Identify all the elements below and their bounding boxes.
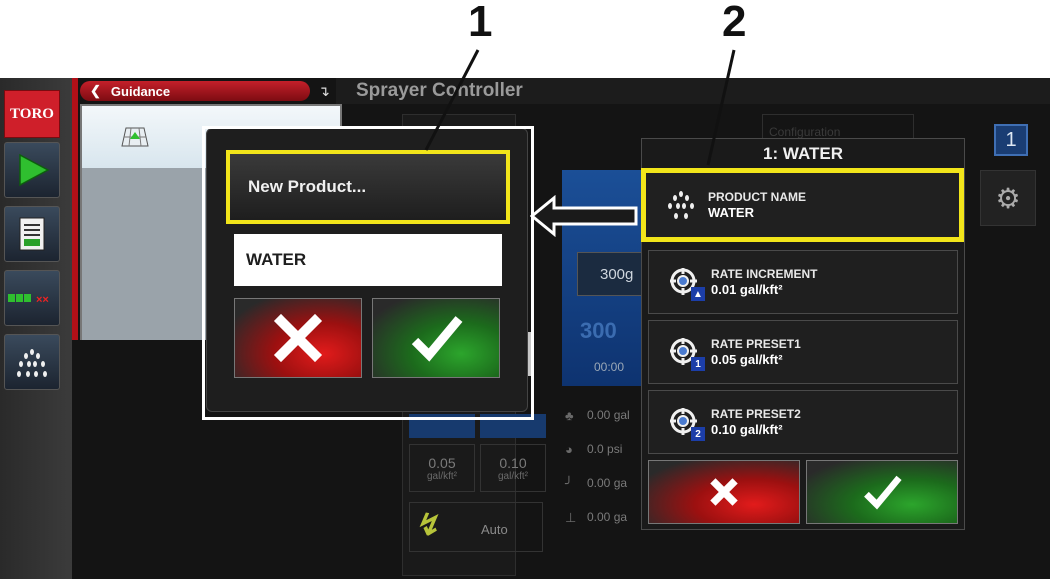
device-screen: TORO ×× ❮ Guidance ↴ Sprayer Controller — [0, 78, 1050, 579]
close-icon — [710, 478, 738, 506]
page-title: Sprayer Controller — [356, 80, 523, 101]
rate-increment-text: RATE INCREMENT 0.01 gal/kft² — [711, 267, 818, 297]
auto-mode-label: Auto — [481, 522, 508, 537]
sprayer-icon — [17, 349, 47, 377]
boom-flow-icon: ╯ — [565, 476, 573, 491]
spray-nozzle-icon — [668, 191, 694, 219]
list-confirm-button[interactable] — [372, 298, 500, 378]
stat-pressure: ◕ 0.0 psi — [565, 442, 623, 457]
field-grid-icon — [121, 127, 149, 147]
total-flow-icon: ⊥ — [565, 510, 577, 525]
preset2-badge: 2 — [691, 427, 705, 441]
product-panel-title: 1: WATER — [763, 144, 843, 163]
stat-total-flow: ⊥ 0.00 ga — [565, 510, 628, 525]
wrench-gear-icon: ⚙ — [995, 182, 1021, 214]
product-name-text: PRODUCT NAME WATER — [708, 190, 806, 220]
settings-wrench-button[interactable]: ⚙ — [980, 170, 1036, 226]
left-rail: TORO ×× — [0, 78, 72, 579]
increment-badge: ▲ — [691, 287, 705, 301]
rate-preset1-text: RATE PRESET1 0.05 gal/kft² — [711, 337, 801, 367]
preset-cell-2[interactable]: 0.10 gal/kft² — [480, 444, 546, 492]
preset-select-2[interactable] — [480, 414, 546, 438]
product-tab-1[interactable]: 1 — [994, 124, 1028, 156]
guidance-tab[interactable]: ❮ Guidance — [80, 81, 310, 101]
stat-volume: ♣ 0.00 gal — [565, 408, 630, 423]
close-icon — [273, 313, 323, 363]
rate-increment-icon: ▲ — [667, 265, 705, 301]
chevron-left-icon: ❮ — [90, 83, 101, 98]
preset1-badge: 1 — [691, 357, 705, 371]
expand-icon[interactable]: ↴ — [318, 82, 330, 99]
applied-rate-value: 300 — [580, 318, 617, 343]
preset-cell-1[interactable]: 0.05 gal/kft² — [409, 444, 475, 492]
product-name-row[interactable]: PRODUCT NAME WATER — [641, 168, 964, 242]
play-button[interactable] — [4, 142, 60, 198]
rate-preset1-icon: 1 — [667, 335, 705, 371]
checkmark-icon — [411, 316, 463, 362]
tank-volume-icon: ♣ — [565, 408, 574, 423]
target-rate-value[interactable]: 300g — [577, 252, 643, 296]
rate-preset2-icon: 2 — [667, 405, 705, 441]
boom-sections-button[interactable]: ×× — [4, 270, 60, 326]
pressure-gauge-icon: ◕ — [565, 442, 573, 457]
list-cancel-button[interactable] — [234, 298, 362, 378]
rate-preset1-row[interactable]: 1 RATE PRESET1 0.05 gal/kft² — [648, 320, 958, 384]
rate-increment-row[interactable]: ▲ RATE INCREMENT 0.01 gal/kft² — [648, 250, 958, 314]
flow-arrow — [530, 195, 638, 237]
elapsed-time: 00:00 — [594, 360, 625, 374]
product-confirm-button[interactable] — [806, 460, 958, 524]
callout-number-2: 2 — [722, 0, 747, 46]
rate-preset2-row[interactable]: 2 RATE PRESET2 0.10 gal/kft² — [648, 390, 958, 454]
boom-sections-icon: ×× — [8, 294, 49, 306]
guidance-label: Guidance — [110, 83, 171, 99]
rate-preset2-text: RATE PRESET2 0.10 gal/kft² — [711, 407, 801, 437]
auto-lightning-icon: ↯ — [414, 509, 440, 542]
auto-mode-button[interactable] — [409, 502, 543, 552]
accent-strip — [72, 78, 78, 340]
toro-logo: TORO — [4, 90, 60, 138]
product-cancel-button[interactable] — [648, 460, 800, 524]
svg-text:××: ×× — [36, 294, 49, 306]
stat-boom-flow: ╯ 0.00 ga — [565, 476, 628, 491]
checkmark-icon — [864, 475, 902, 510]
sprayer-button[interactable] — [4, 334, 60, 390]
water-product-item[interactable]: WATER — [234, 234, 502, 286]
preset-select-1[interactable] — [409, 414, 475, 438]
new-product-item[interactable]: New Product... — [226, 150, 510, 224]
job-report-icon — [19, 217, 45, 251]
play-icon — [19, 153, 50, 187]
job-report-button[interactable] — [4, 206, 60, 262]
callout-number-1: 1 — [468, 0, 493, 46]
